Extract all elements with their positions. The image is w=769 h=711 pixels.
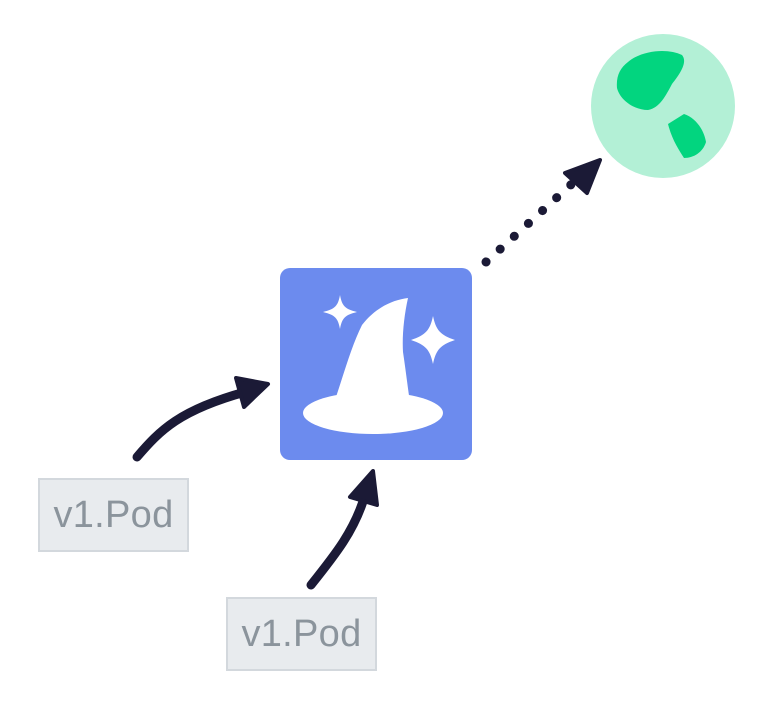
pod-label-text: v1.Pod [241,613,362,655]
hat-brim [303,392,443,434]
globe-continent-1 [616,50,685,110]
pod-label-text: v1.Pod [53,494,174,536]
pod-label-1[interactable]: v1.Pod [38,478,189,552]
arrow-pod2-to-operator [306,469,379,590]
dotted-arrow-to-globe [481,158,602,267]
hat-cone [335,298,410,402]
globe-icon[interactable] [591,34,735,178]
sparkle-small [323,295,357,329]
wizard-hat-icon[interactable] [280,268,472,460]
arrowhead [563,158,602,195]
globe-continent-2 [668,114,706,158]
arrowhead [348,469,379,507]
pod-label-2[interactable]: v1.Pod [226,597,377,671]
arrow-pod1-to-operator [132,376,270,462]
arrowhead [234,376,270,409]
sparkle-large [411,316,455,364]
